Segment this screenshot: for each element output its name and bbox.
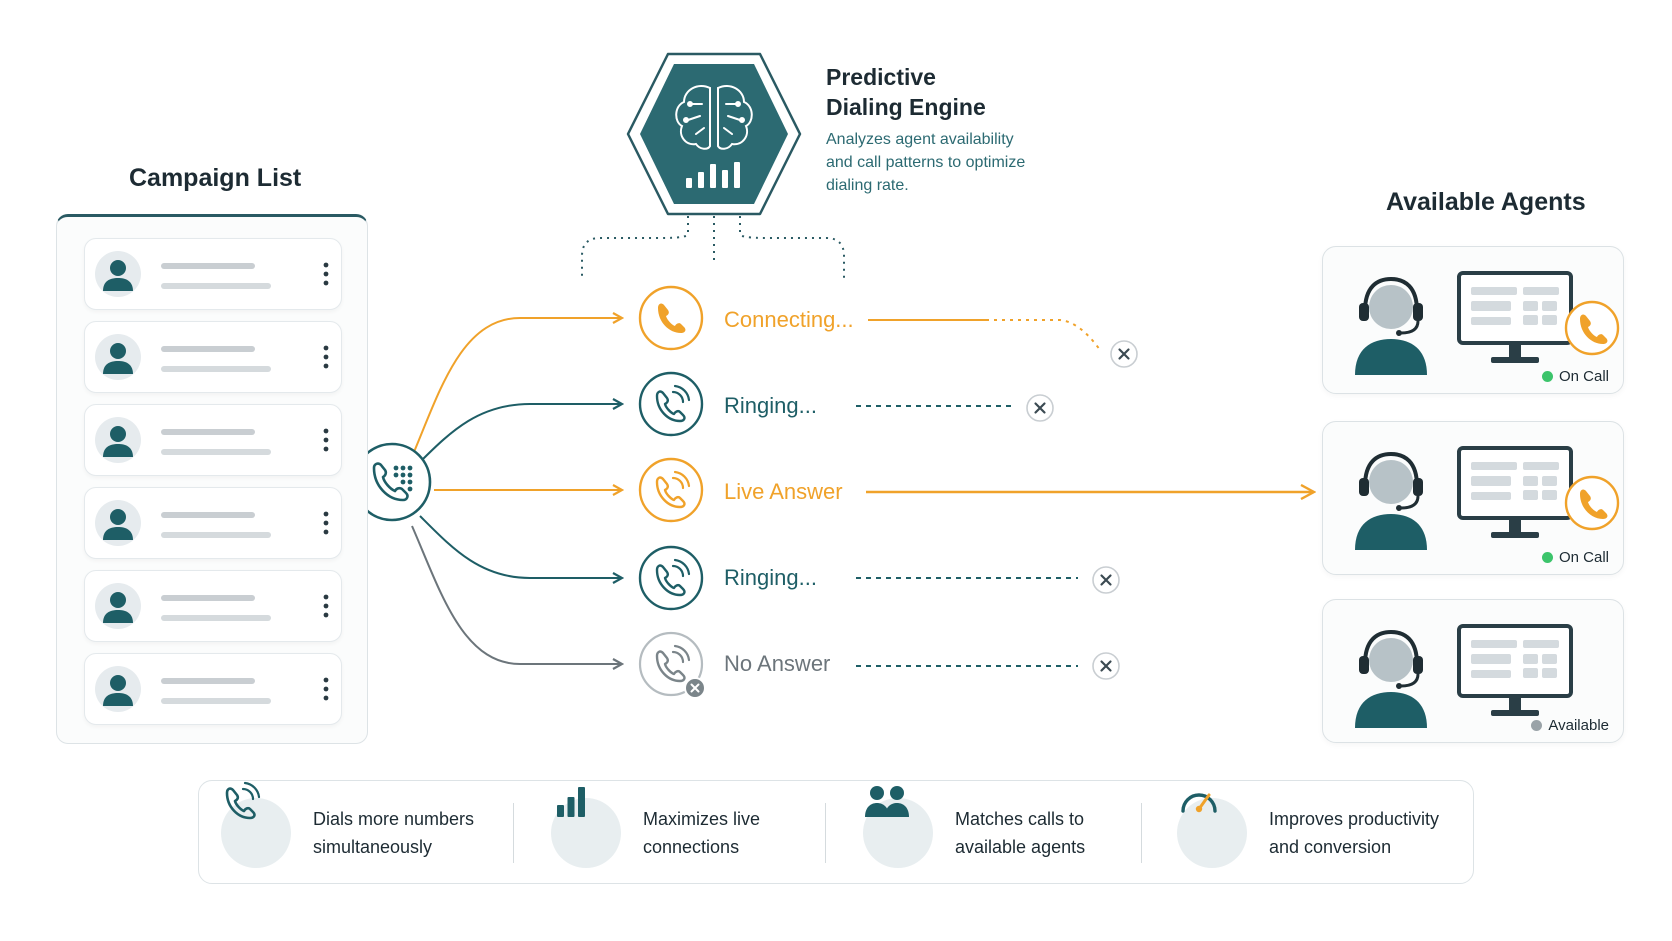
benefit-productivity: Improves productivity and conversion	[1177, 781, 1439, 885]
close-icon	[1026, 394, 1054, 422]
engine-desc-line1: Analyzes agent availability	[826, 131, 1014, 148]
engine-connector-left	[581, 216, 689, 280]
close-badge-icon	[684, 677, 706, 699]
branch-connecting	[413, 318, 622, 453]
list-item[interactable]	[84, 570, 342, 642]
list-item[interactable]	[84, 238, 342, 310]
agent-card[interactable]: On Call	[1322, 246, 1624, 394]
status-label-ringing-1: Ringing...	[724, 393, 817, 418]
phone-ringing-icon	[655, 558, 691, 597]
close-icon	[1092, 652, 1120, 680]
placeholder-line	[161, 595, 255, 601]
phone-ringing-icon	[655, 644, 691, 683]
benefit-divider	[1141, 803, 1142, 863]
status-circle-no-answer	[638, 631, 706, 699]
campaign-list-title: Campaign List	[129, 164, 302, 192]
agent-status: On Call	[1541, 368, 1609, 385]
benefit-text-line1: Matches calls to	[955, 809, 1085, 829]
status-circle-live	[638, 457, 704, 523]
status-label-connecting: Connecting...	[724, 307, 854, 332]
engine-desc-line3: dialing rate.	[826, 177, 909, 194]
engine-desc-line2: and call patterns to optimize	[826, 154, 1026, 171]
placeholder-line	[161, 283, 271, 289]
list-item[interactable]	[84, 487, 342, 559]
list-item[interactable]	[84, 321, 342, 393]
phone-ringing-icon	[655, 470, 691, 509]
placeholder-line	[161, 346, 255, 352]
placeholder-line	[161, 532, 271, 538]
branch-ringing-1	[419, 404, 622, 463]
list-item[interactable]	[84, 404, 342, 476]
status-dot	[1531, 720, 1543, 731]
engine-bars-icon	[686, 162, 740, 188]
benefit-divider	[513, 803, 514, 863]
phone-ringing-icon	[221, 781, 291, 868]
agent-status-label: Available	[1548, 717, 1609, 734]
engine-title: Predictive Dialing Engine	[826, 62, 986, 122]
engine-description: Analyzes agent availability and call pat…	[826, 128, 1066, 197]
status-label-live-answer: Live Answer	[724, 479, 843, 504]
engine-title-line1: Predictive	[826, 64, 936, 90]
engine-hexagon	[626, 52, 802, 216]
benefit-live-connections: Maximizes live connections	[551, 781, 760, 885]
gauge-icon	[1177, 793, 1247, 868]
placeholder-line	[161, 429, 255, 435]
benefits-panel: Dials more numbers simultaneously Maximi…	[198, 780, 1474, 884]
benefit-text-line1: Improves productivity	[1269, 809, 1440, 829]
close-icon	[1092, 566, 1120, 594]
placeholder-line	[161, 366, 271, 372]
placeholder-line	[161, 449, 271, 455]
engine-connector-right	[739, 216, 845, 280]
agent-status-label: On Call	[1558, 549, 1609, 566]
status-label-no-answer: No Answer	[724, 651, 831, 676]
status-dot	[1541, 371, 1553, 382]
status-dot	[1541, 552, 1553, 563]
branch-no-answer	[411, 525, 622, 664]
agent-status: On Call	[1541, 549, 1609, 566]
bar-chart-icon	[551, 787, 621, 868]
line-connecting-dotted	[986, 319, 1101, 351]
benefit-text-line1: Maximizes live	[643, 809, 761, 829]
brain-icon	[675, 84, 753, 150]
agent-status-label: On Call	[1558, 368, 1609, 385]
phone-icon	[658, 303, 686, 333]
status-circle-connecting	[638, 285, 704, 351]
placeholder-line	[161, 698, 271, 704]
benefit-text-line2: available agents	[955, 837, 1086, 857]
dialpad-phone-icon	[372, 462, 413, 502]
benefit-dials-more: Dials more numbers simultaneously	[221, 781, 474, 885]
benefit-matches-agents: Matches calls to available agents	[863, 781, 1085, 885]
placeholder-line	[161, 512, 255, 518]
close-icon	[1110, 340, 1138, 368]
agent-card[interactable]: On Call	[1322, 421, 1624, 575]
engine-title-line2: Dialing Engine	[826, 94, 986, 120]
status-circle-ringing-2	[638, 545, 704, 611]
list-item[interactable]	[84, 653, 342, 725]
status-label-ringing-2: Ringing...	[724, 565, 817, 590]
status-circle-ringing-1	[638, 371, 704, 437]
placeholder-line	[161, 678, 255, 684]
benefit-text-line2: simultaneously	[313, 837, 433, 857]
phone-ringing-icon	[655, 384, 691, 423]
benefit-text-line2: connections	[643, 837, 740, 857]
agent-card[interactable]: Available	[1322, 599, 1624, 743]
agent-status: Available	[1531, 717, 1609, 734]
benefit-text-line2: and conversion	[1269, 837, 1392, 857]
available-agents-title: Available Agents	[1386, 188, 1586, 216]
branch-ringing-2	[419, 515, 622, 578]
benefit-divider	[825, 803, 826, 863]
people-icon	[863, 786, 933, 868]
placeholder-line	[161, 615, 271, 621]
benefit-text-line1: Dials more numbers	[313, 809, 475, 829]
placeholder-line	[161, 263, 255, 269]
